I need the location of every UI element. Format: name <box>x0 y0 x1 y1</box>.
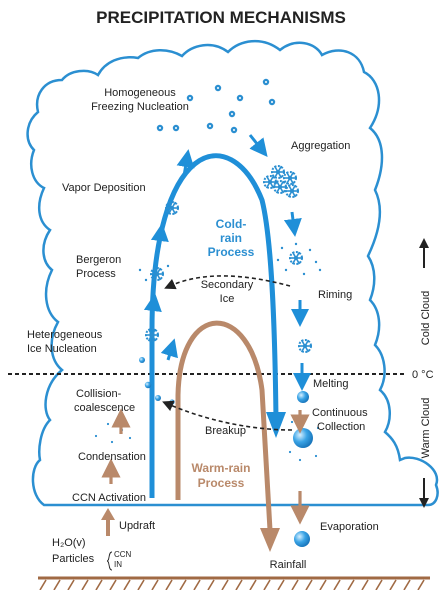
label-ice-nucleation: Ice Nucleation <box>27 343 97 355</box>
aggregate-snowflake-icon <box>262 165 300 198</box>
warm-cloud-indicator: Warm Cloud <box>419 398 432 508</box>
secondary-ice-arrow <box>164 275 291 290</box>
secondary-ice-dots <box>138 264 170 282</box>
descending-ice-arrows <box>248 134 311 391</box>
label-warm-cloud: Warm Cloud <box>420 398 432 459</box>
cloud-outline <box>26 40 439 507</box>
rain-drop <box>294 531 310 547</box>
label-bergeron-process: Process <box>76 268 116 280</box>
label-collision: Collision- <box>76 388 122 400</box>
cold-rain-arch <box>149 153 279 498</box>
label-cold-cloud: Cold Cloud <box>420 291 432 345</box>
cold-rain-process-label: Cold- rain Process <box>208 217 255 259</box>
label-secondary: Secondary <box>201 279 254 291</box>
cold-rain-arrowhead <box>266 412 286 438</box>
svg-text:rain: rain <box>220 231 242 245</box>
svg-text:Warm-rain: Warm-rain <box>192 461 251 475</box>
condensation-dots <box>94 422 132 444</box>
warm-process-arrows <box>101 408 310 525</box>
label-melting: Melting <box>313 378 348 390</box>
riming-droplets <box>276 242 322 276</box>
svg-text:Cold-: Cold- <box>216 217 247 231</box>
svg-text:Process: Process <box>208 245 255 259</box>
melting-drop <box>297 391 309 403</box>
label-updraft: Updraft <box>119 520 155 532</box>
label-collection: Collection <box>317 421 365 433</box>
cold-cloud-indicator: Cold Cloud <box>419 238 432 345</box>
label-aggregation: Aggregation <box>291 140 350 152</box>
label-evaporation: Evaporation <box>320 521 379 533</box>
updraft-arrow <box>101 508 115 536</box>
ascending-ice-arrows <box>143 149 195 361</box>
svg-text:Process: Process <box>198 476 245 490</box>
breakup-arrow <box>162 400 293 431</box>
snowflake-icon <box>297 339 313 353</box>
particles-brace <box>106 551 113 571</box>
label-riming: Riming <box>318 289 352 301</box>
label-heterogeneous: Heterogeneous <box>27 329 103 341</box>
label-rainfall: Rainfall <box>270 559 307 571</box>
label-water-vapor: H₂O(v) <box>52 537 86 549</box>
warm-rain-arch <box>175 320 273 531</box>
label-vapor-deposition: Vapor Deposition <box>62 182 146 194</box>
label-breakup: Breakup <box>205 425 246 437</box>
label-condensation: Condensation <box>78 451 146 463</box>
label-zero-celsius: 0 °C <box>412 369 434 381</box>
label-in: IN <box>114 560 122 569</box>
collection-drop <box>293 428 313 448</box>
label-continuous: Continuous <box>312 407 368 419</box>
ground <box>38 576 430 590</box>
warm-rain-arrowhead <box>260 528 280 552</box>
snowflake-icon <box>288 251 304 265</box>
diagram-title: PRECIPITATION MECHANISMS <box>96 8 346 27</box>
label-coalescence: coalescence <box>74 402 135 414</box>
label-bergeron: Bergeron <box>76 254 121 266</box>
label-secondary-ice: Ice <box>220 293 235 305</box>
small-droplets <box>139 357 175 405</box>
label-ccn-activation: CCN Activation <box>72 492 146 504</box>
warm-rain-process-label: Warm-rain Process <box>192 461 251 490</box>
label-ccn: CCN <box>114 550 132 559</box>
label-freezing-nucleation: Freezing Nucleation <box>91 101 189 113</box>
label-particles: Particles <box>52 553 95 565</box>
label-homogeneous: Homogeneous <box>104 87 176 99</box>
